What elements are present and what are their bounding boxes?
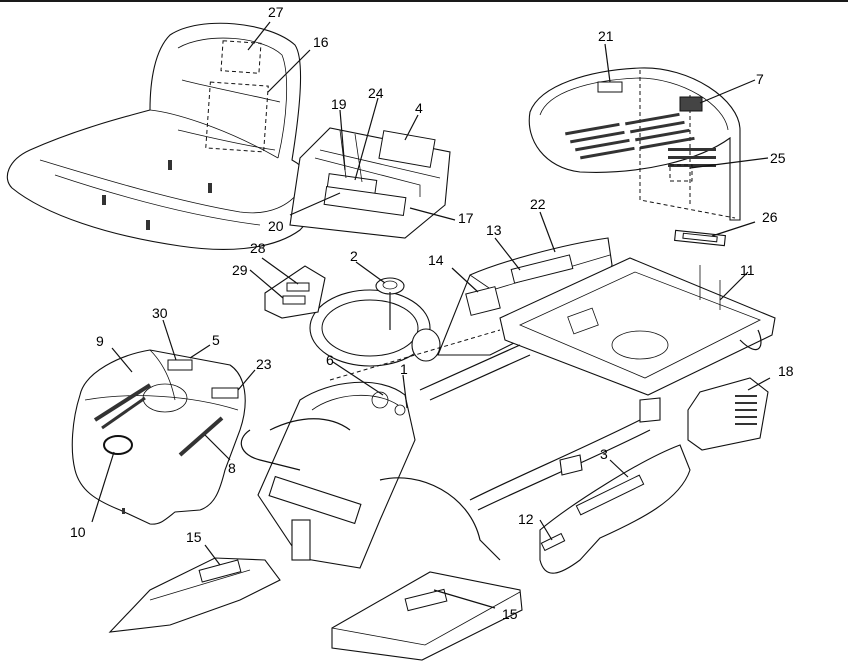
callout-12: 12 <box>518 511 534 527</box>
leader-lines <box>91 21 771 609</box>
callout-30: 30 <box>152 305 168 321</box>
callout-28: 28 <box>250 240 266 256</box>
callout-11: 11 <box>740 262 755 278</box>
callout-29: 29 <box>232 262 248 278</box>
front-support <box>240 381 501 569</box>
callout-15-left: 15 <box>186 529 202 545</box>
console-bracket <box>264 265 326 319</box>
callout-6: 6 <box>326 352 334 368</box>
rear-fender-deck <box>528 67 741 221</box>
callout-16: 16 <box>313 34 329 50</box>
callout-15-right: 15 <box>502 606 518 622</box>
callout-27: 27 <box>268 4 284 20</box>
main-frame <box>329 257 776 511</box>
callout-17: 17 <box>458 210 474 226</box>
callout-26: 26 <box>762 209 778 225</box>
callout-1: 1 <box>400 361 408 377</box>
seat-pan <box>289 127 451 239</box>
callout-23: 23 <box>256 356 272 372</box>
grille-panel <box>687 377 769 451</box>
callout-20: 20 <box>268 218 284 234</box>
footrest-left <box>108 557 281 633</box>
callout-21: 21 <box>598 28 614 44</box>
seat <box>6 22 315 250</box>
callout-3: 3 <box>600 446 608 462</box>
callout-5: 5 <box>212 332 220 348</box>
footrest-right <box>331 571 523 661</box>
hood <box>71 349 246 525</box>
callout-9: 9 <box>96 333 104 349</box>
top-border <box>0 0 848 2</box>
callout-25: 25 <box>770 150 786 166</box>
dash-panel <box>437 237 613 356</box>
callout-2: 2 <box>350 248 358 264</box>
steering-wheel <box>309 277 441 367</box>
callout-22: 22 <box>530 196 546 212</box>
callout-14: 14 <box>428 252 444 268</box>
callout-13: 13 <box>486 222 502 238</box>
callout-8: 8 <box>228 460 236 476</box>
callout-18: 18 <box>778 363 794 379</box>
callout-19: 19 <box>331 96 347 112</box>
side-bracket <box>539 444 691 574</box>
callout-24: 24 <box>368 85 384 101</box>
callout-4: 4 <box>415 100 423 116</box>
trim-strip <box>674 229 726 247</box>
callout-10: 10 <box>70 524 86 540</box>
callout-7: 7 <box>756 71 764 87</box>
